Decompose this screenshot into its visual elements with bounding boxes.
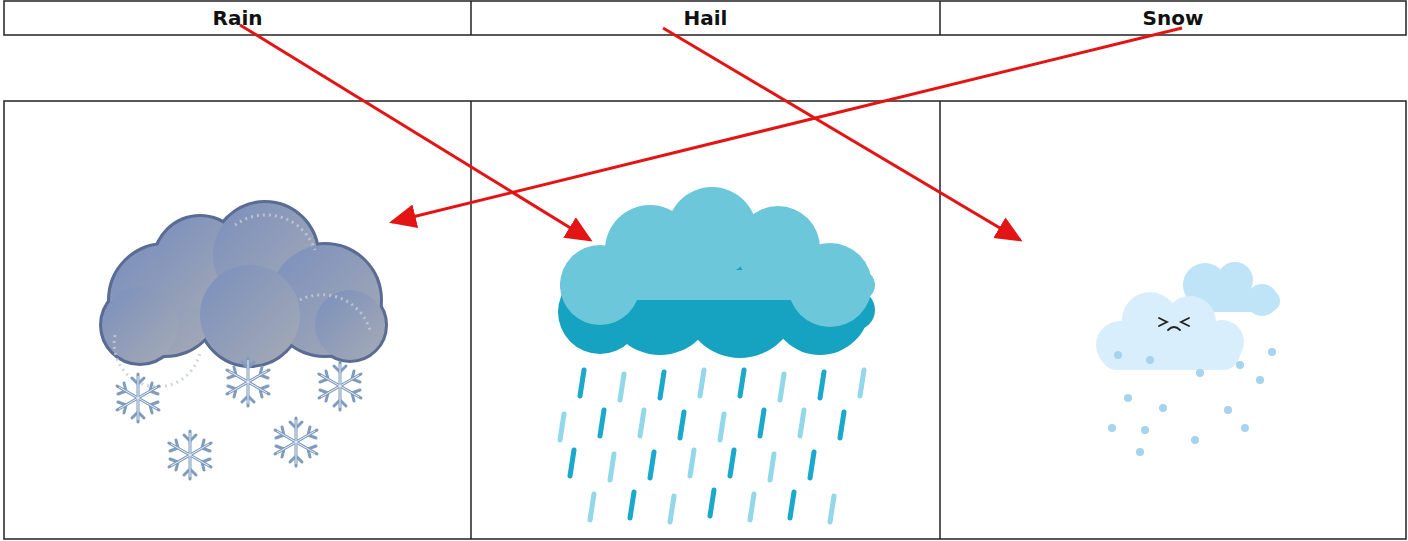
table-border [4, 101, 1406, 539]
match-arrow [392, 28, 1182, 222]
word-table [4, 1, 1406, 35]
match-arrow [240, 25, 590, 240]
hail-cloud-picture [1096, 262, 1280, 456]
table-cell-label: Rain [4, 6, 471, 30]
table-cell-label: Hail [471, 6, 940, 30]
table-divider [939, 1, 941, 35]
rain-cloud-picture [558, 187, 875, 522]
table-divider [470, 1, 472, 35]
picture-table [4, 101, 1406, 539]
matching-arrows [240, 25, 1182, 240]
snow-cloud-picture [102, 203, 385, 479]
table-divider [939, 101, 941, 539]
table-cell-label: Snow [940, 6, 1406, 30]
match-arrow [663, 28, 1020, 240]
table-border [4, 1, 1406, 35]
